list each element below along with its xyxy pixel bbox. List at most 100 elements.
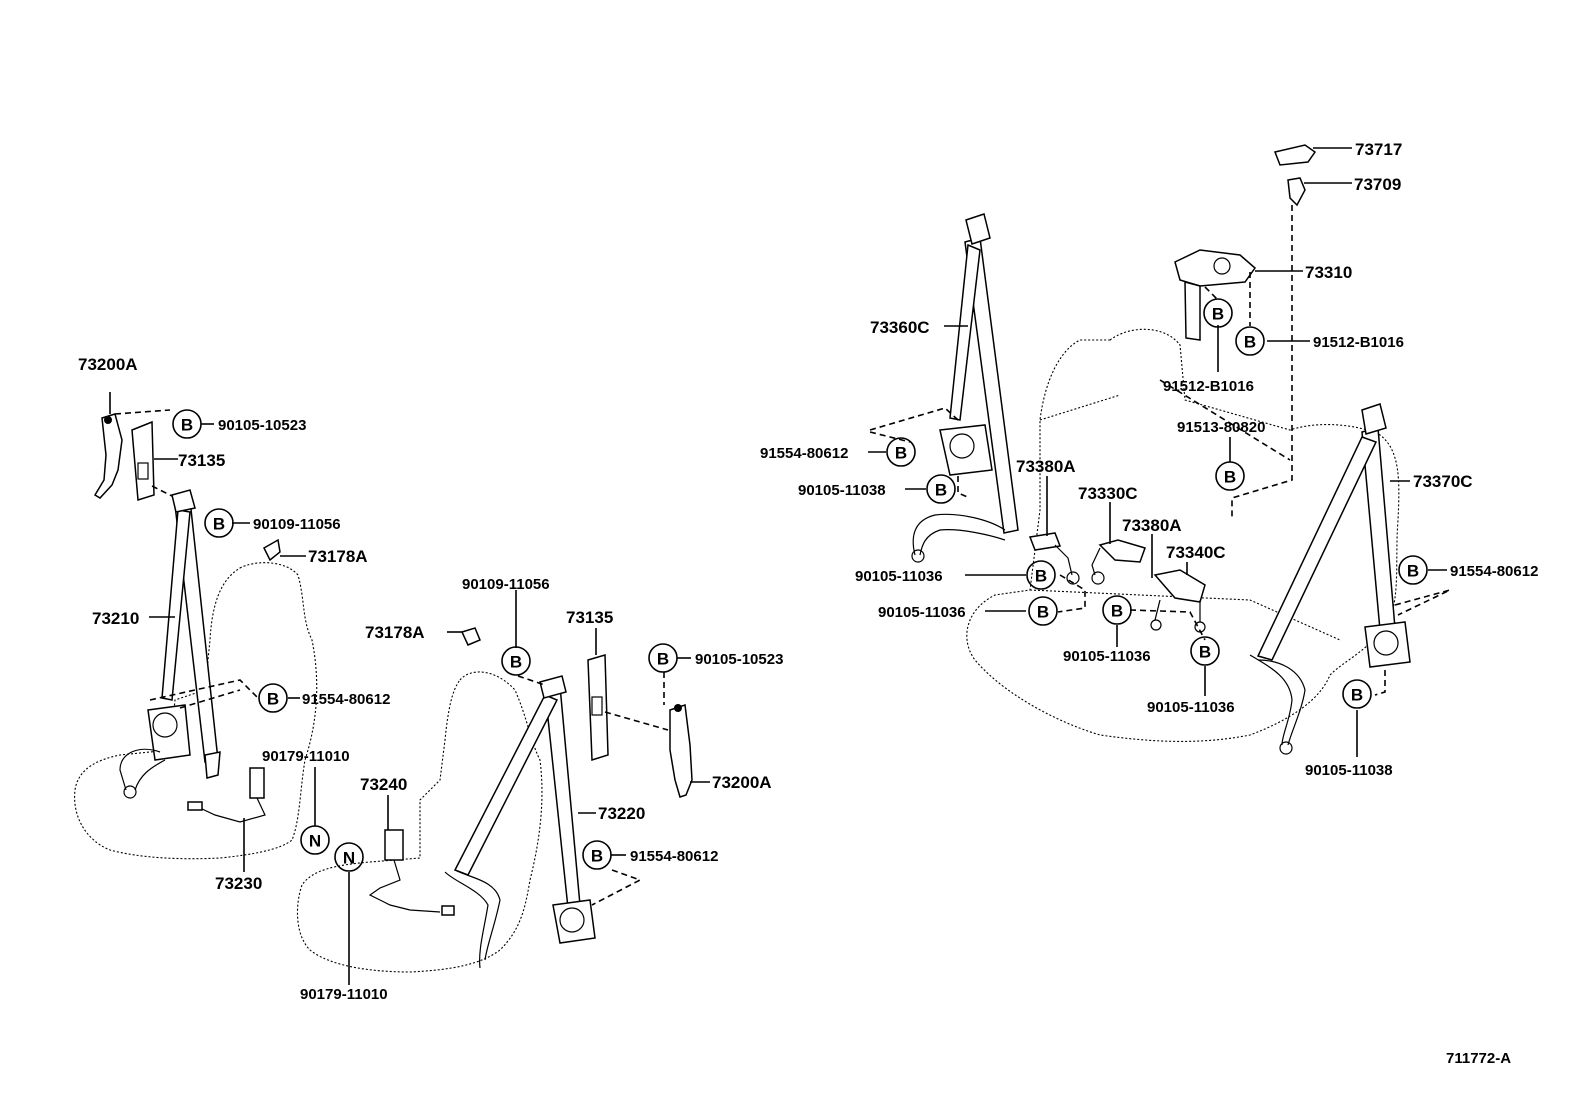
front-right-pillar-cover xyxy=(587,654,609,762)
badge-bolt: B xyxy=(1342,679,1372,709)
badge-bolt: B xyxy=(582,840,612,870)
label-front-left-belt: 73210 xyxy=(92,609,139,628)
svg-text:B: B xyxy=(657,650,669,669)
svg-text:B: B xyxy=(213,515,225,534)
svg-text:B: B xyxy=(1351,686,1363,705)
label-rear-right-retractor-bolt: 91554-80612 xyxy=(1450,563,1538,580)
front-left-buckle xyxy=(249,767,265,799)
label-rear-buckle-c: 73330C xyxy=(1078,484,1138,503)
badge-bolt: B xyxy=(1215,461,1245,491)
rear-center-anchor xyxy=(1287,177,1306,207)
label-front-left-retractor-bolt: 91554-80612 xyxy=(302,691,390,708)
badge-bolt: B xyxy=(926,474,956,504)
svg-text:B: B xyxy=(895,444,907,463)
badge-bolt: B xyxy=(1102,595,1132,625)
rear-seat-outline xyxy=(966,328,1400,742)
svg-text:B: B xyxy=(1035,567,1047,586)
badge-bolt: B xyxy=(204,508,234,538)
badge-bolt: B xyxy=(1028,596,1058,626)
label-front-right-anchor: 73200A xyxy=(712,773,772,792)
front-right-seat-outline xyxy=(296,671,543,973)
front-left-seat-group xyxy=(74,392,318,872)
svg-text:B: B xyxy=(1111,602,1123,621)
label-rear-center-bolt-left: 91512-B1016 xyxy=(1163,378,1254,395)
badge-bolt: B xyxy=(1026,560,1056,590)
label-rear-left-belt: 73360C xyxy=(870,318,930,337)
svg-text:B: B xyxy=(1224,468,1236,487)
front-right-retractor xyxy=(552,899,596,944)
rear-center-retractor xyxy=(1174,249,1257,287)
badge-bolt: B xyxy=(1203,298,1233,328)
svg-text:B: B xyxy=(510,653,522,672)
rear-buckle-73380A-1 xyxy=(1028,532,1062,551)
label-front-right-belt: 73220 xyxy=(598,804,645,823)
front-right-anchor-plate xyxy=(669,703,693,798)
badges: B B B N B B B N B B B B B B B B B B B xyxy=(172,298,1428,872)
label-front-left-cover: 73135 xyxy=(178,451,225,470)
label-rear-right-belt: 73370C xyxy=(1413,472,1473,491)
label-front-left-upper-bolt: 90109-11056 xyxy=(253,516,341,533)
front-right-clip xyxy=(460,627,481,646)
label-front-left-clip: 73178A xyxy=(308,547,368,566)
badge-bolt: B xyxy=(172,409,202,439)
label-rear-center-lower-bolt: 91513-80820 xyxy=(1177,419,1265,436)
label-front-right-buckle-nut: 90179-11010 xyxy=(300,986,388,1003)
svg-text:N: N xyxy=(343,849,355,868)
label-front-right-buckle: 73240 xyxy=(360,775,407,794)
front-left-anchor-bolt-head xyxy=(104,416,112,424)
label-rear-center-bolt-right: 91512-B1016 xyxy=(1313,334,1404,351)
badge-bolt: B xyxy=(648,643,678,673)
svg-text:B: B xyxy=(181,416,193,435)
badge-bolt: B xyxy=(1190,636,1220,666)
rear-seat-group xyxy=(868,144,1451,757)
label-front-right-retractor-bolt: 91554-80612 xyxy=(630,848,718,865)
label-front-right-cover: 73135 xyxy=(566,608,613,627)
svg-text:B: B xyxy=(591,847,603,866)
label-rear-left-lower-bolt: 90105-11038 xyxy=(798,482,886,499)
front-left-clip xyxy=(263,538,281,562)
badge-bolt: B xyxy=(501,646,531,676)
badge-nut: N xyxy=(300,825,330,855)
label-front-right-anchor-bolt: 90105-10523 xyxy=(695,651,783,668)
label-rear-right-lower-bolt: 90105-11038 xyxy=(1305,762,1393,779)
label-front-left-buckle: 73230 xyxy=(215,874,262,893)
diagram-id: 711772-A xyxy=(1446,1050,1511,1067)
label-rear-buckle-a2: 73380A xyxy=(1122,516,1182,535)
label-rear-anchor: 73709 xyxy=(1354,175,1401,194)
svg-text:B: B xyxy=(1199,643,1211,662)
label-front-left-anchor: 73200A xyxy=(78,355,138,374)
label-front-right-clip: 73178A xyxy=(365,623,425,642)
rear-left-retractor xyxy=(939,424,993,476)
label-rear-cover: 73717 xyxy=(1355,140,1402,159)
rear-center-cover xyxy=(1273,144,1317,166)
label-front-right-bolt-top: 90109-11056 xyxy=(462,576,550,593)
front-left-pillar-cover xyxy=(131,420,155,501)
svg-text:B: B xyxy=(1212,305,1224,324)
rear-buckle-73330C xyxy=(1098,539,1146,563)
badge-bolt: B xyxy=(1235,326,1265,356)
front-left-anchor-plate xyxy=(93,413,123,499)
front-right-belt-webbing xyxy=(544,685,581,909)
label-rear-buckle-c2: 73340C xyxy=(1166,543,1226,562)
svg-text:B: B xyxy=(267,690,279,709)
front-left-retractor xyxy=(147,704,191,761)
label-rear-floor-bolt-4: 90105-11036 xyxy=(1147,699,1235,716)
label-rear-left-retractor-bolt: 91554-80612 xyxy=(760,445,848,462)
label-rear-center-retractor: 73310 xyxy=(1305,263,1352,282)
front-right-buckle xyxy=(384,829,404,861)
label-front-left-buckle-nut: 90179-11010 xyxy=(262,748,350,765)
label-rear-floor-bolt-1: 90105-11036 xyxy=(855,568,943,585)
svg-text:B: B xyxy=(935,481,947,500)
svg-text:N: N xyxy=(309,832,321,851)
svg-text:B: B xyxy=(1037,603,1049,622)
label-rear-buckle-a1: 73380A xyxy=(1016,457,1076,476)
front-left-seat-outline xyxy=(74,562,318,860)
label-front-left-anchor-bolt: 90105-10523 xyxy=(218,417,306,434)
svg-text:B: B xyxy=(1407,562,1419,581)
rear-buckle-73340C xyxy=(1153,569,1206,603)
badge-bolt: B xyxy=(1398,555,1428,585)
part-labels: 73200A 90105-10523 73135 90109-11056 731… xyxy=(78,140,1538,1067)
badge-nut: N xyxy=(334,842,364,872)
